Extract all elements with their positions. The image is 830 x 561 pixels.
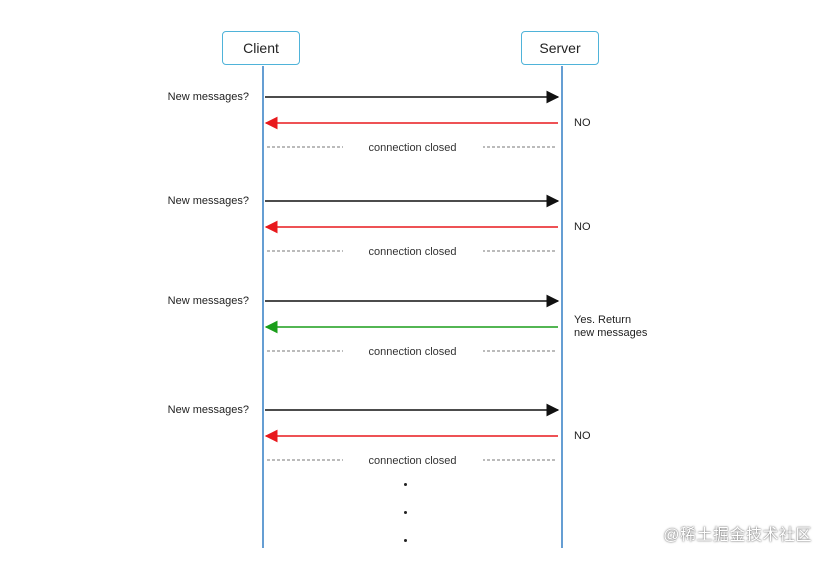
- request-label: New messages?: [167, 295, 249, 307]
- client-actor-label: Client: [243, 40, 279, 56]
- connection-closed-label: connection closed: [342, 346, 483, 359]
- request-label: New messages?: [167, 195, 249, 207]
- request-label: New messages?: [167, 404, 249, 416]
- connection-closed-label: connection closed: [342, 142, 483, 155]
- continuation-dot: [404, 511, 407, 514]
- server-actor-box: Server: [521, 31, 599, 65]
- response-label: NO: [574, 221, 591, 233]
- continuation-dot: [404, 539, 407, 542]
- server-actor-label: Server: [539, 40, 581, 56]
- watermark: @稀土掘金技术社区: [663, 527, 812, 544]
- response-label: NO: [574, 117, 591, 129]
- connection-closed-label: connection closed: [342, 455, 483, 468]
- client-actor-box: Client: [222, 31, 300, 65]
- response-label: NO: [574, 430, 591, 442]
- connection-closed-label: connection closed: [342, 246, 483, 259]
- continuation-dot: [404, 483, 407, 486]
- response-label: Yes. Return new messages: [574, 314, 648, 339]
- request-label: New messages?: [167, 91, 249, 103]
